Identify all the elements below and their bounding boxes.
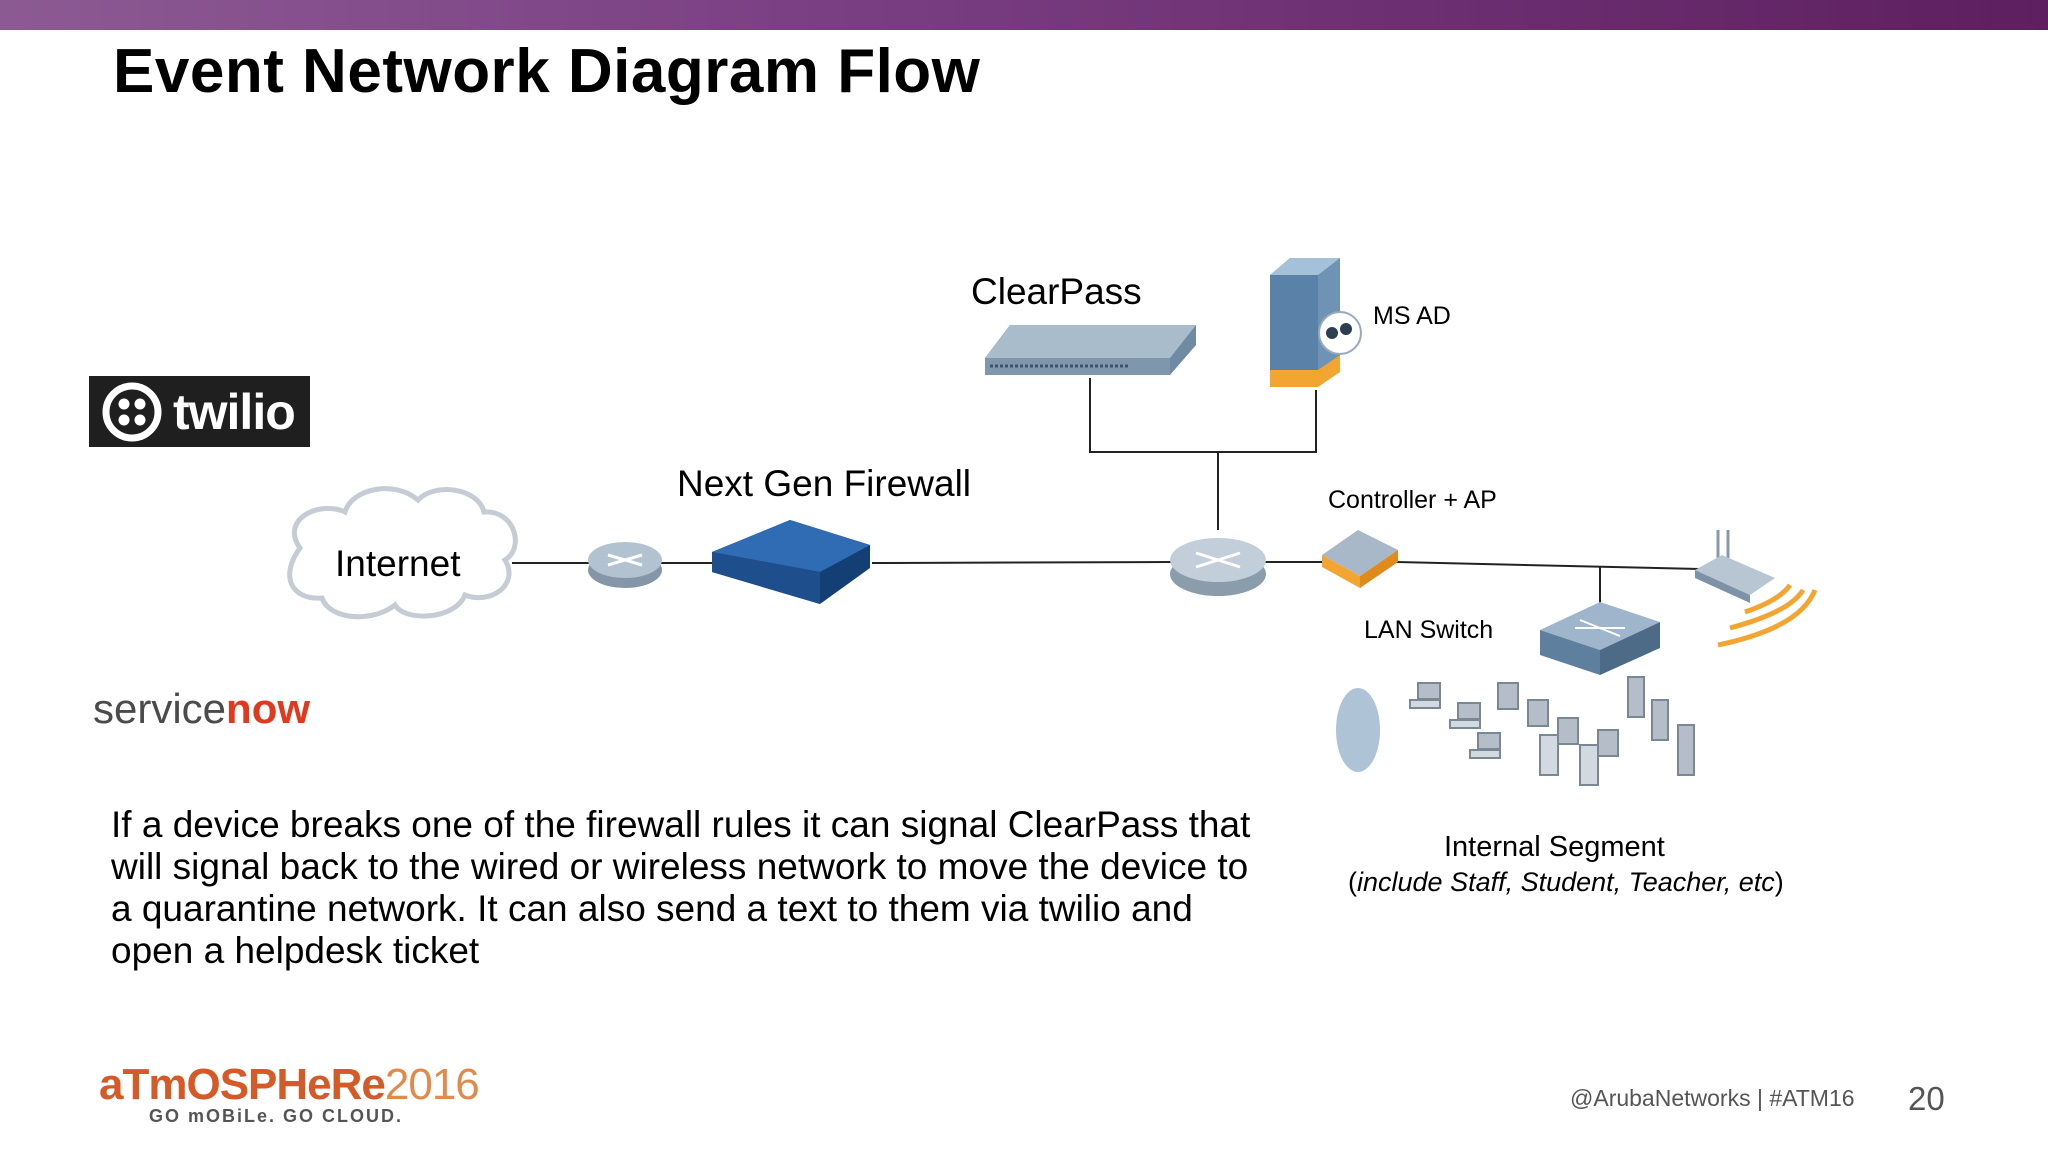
page-number: 20 <box>1908 1080 1945 1117</box>
controller-icon <box>1322 530 1398 588</box>
servicenow-word-service: service <box>93 685 227 732</box>
atmosphere-wordmark: aTmOSPHeRe2016 <box>99 1060 480 1110</box>
note-open-paren: ( <box>1348 867 1357 897</box>
controller-label: Controller + AP <box>1328 486 1497 514</box>
twilio-mark-icon <box>102 382 162 441</box>
atmosphere-word: aTmOSPHeRe <box>99 1060 386 1109</box>
servicenow-word-now: now <box>226 685 311 732</box>
clearpass-appliance-icon <box>985 325 1196 375</box>
twilio-wordmark: twilio <box>173 383 296 440</box>
core-router-icon <box>1170 538 1266 596</box>
description-paragraph: If a device breaks one of the firewall r… <box>111 804 1251 971</box>
connection-lines <box>512 378 1701 615</box>
msad-label: MS AD <box>1373 302 1451 330</box>
internet-label: Internet <box>335 543 461 584</box>
twilio-logo: twilio <box>89 376 310 447</box>
endpoint-devices-icon <box>1336 676 1695 786</box>
lan-switch-icon <box>1540 602 1660 675</box>
access-point-icon <box>1695 530 1818 648</box>
servicenow-logo: servicenow <box>93 685 310 733</box>
msad-server-icon <box>1270 258 1362 387</box>
line-controller-ap <box>1395 561 1701 570</box>
line-clearpass-msad <box>1089 378 1317 453</box>
internal-segment-label: Internal Segment <box>1444 831 1665 863</box>
slide-title: Event Network Diagram Flow <box>113 37 981 106</box>
lan-switch-label: LAN Switch <box>1364 616 1494 644</box>
atmosphere-logo: aTmOSPHeRe2016 GO mOBiLe. GO CLOUD. <box>99 1060 480 1127</box>
firewall-label: Next Gen Firewall <box>677 463 972 504</box>
atmosphere-tagline: GO mOBiLe. GO CLOUD. <box>149 1106 404 1126</box>
line-firewall-core <box>871 561 1173 564</box>
internet-cloud-icon <box>287 486 518 620</box>
internal-segment-note: (include Staff, Student, Teacher, etc) <box>1348 867 1784 898</box>
note-close-paren: ) <box>1774 867 1784 897</box>
top-accent-bar <box>0 0 2048 30</box>
note-text: include Staff, Student, Teacher, etc <box>1357 867 1775 897</box>
firewall-device-icon <box>712 520 870 713</box>
edge-router-icon <box>588 542 662 588</box>
footer-handle: @ArubaNetworks | #ATM16 <box>1570 1085 1855 1111</box>
clearpass-label: ClearPass <box>971 271 1142 312</box>
atmosphere-year: 2016 <box>384 1060 480 1109</box>
